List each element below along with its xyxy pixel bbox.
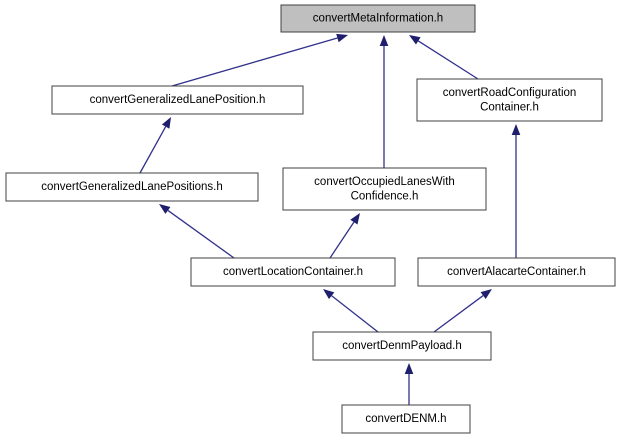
arrow-head-icon — [159, 204, 171, 214]
node-label: convertAlacarteContainer.h — [447, 266, 586, 278]
graph-node-denm[interactable]: convertDENM.h — [341, 404, 471, 434]
edge-glps-to-glp — [139, 117, 171, 174]
edges-layer — [139, 33, 521, 405]
edge-line — [433, 295, 484, 333]
node-box[interactable] — [190, 257, 396, 287]
arrow-head-icon — [379, 35, 389, 46]
node-label: convertGeneralizedLanePositions.h — [41, 181, 223, 193]
edge-glp-to-meta — [171, 33, 348, 87]
node-box[interactable] — [417, 257, 616, 287]
edge-denmpl-to-loc — [323, 289, 379, 333]
arrow-head-icon — [336, 33, 348, 43]
node-label: convertGeneralizedLanePosition.h — [90, 94, 266, 106]
graph-node-denmpl[interactable]: convertDenmPayload.h — [312, 331, 492, 361]
edge-alc-to-rcc — [511, 124, 521, 258]
arrow-head-icon — [511, 124, 521, 135]
edge-denmpl-to-alc — [433, 289, 492, 333]
arrow-head-icon — [404, 363, 414, 374]
edge-line — [167, 209, 235, 259]
arrow-head-icon — [350, 213, 360, 225]
node-label: convertRoadConfiguration — [443, 87, 577, 99]
edge-line — [417, 40, 479, 80]
edge-loc-to-glps — [159, 204, 235, 259]
edge-denm-to-denmpl — [404, 363, 414, 405]
edge-line — [331, 295, 379, 333]
node-box[interactable] — [51, 85, 304, 115]
graph-node-glps[interactable]: convertGeneralizedLanePositions.h — [5, 172, 259, 202]
arrow-head-icon — [323, 289, 335, 300]
node-box[interactable] — [416, 78, 603, 122]
node-label: convertDenmPayload.h — [342, 340, 462, 352]
edge-line — [329, 221, 355, 259]
edge-line — [139, 126, 167, 174]
arrow-head-icon — [480, 289, 492, 300]
graph-node-meta[interactable]: convertMetaInformation.h — [280, 4, 476, 33]
node-label: convertOccupiedLanesWith — [314, 176, 455, 188]
arrow-head-icon — [409, 35, 421, 45]
node-label: convertLocationContainer.h — [223, 266, 363, 278]
edge-olwc-to-meta — [379, 35, 389, 168]
node-box[interactable] — [312, 331, 492, 361]
node-box[interactable] — [5, 172, 259, 202]
graph-node-loc[interactable]: convertLocationContainer.h — [190, 257, 396, 287]
node-box[interactable] — [341, 404, 471, 434]
node-label: Container.h — [480, 101, 539, 113]
node-label: Confidence.h — [351, 190, 419, 202]
graph-node-alc[interactable]: convertAlacarteContainer.h — [417, 257, 616, 287]
node-label: convertDENM.h — [365, 413, 446, 425]
nodes-layer: convertMetaInformation.h convertGeneraliz… — [5, 4, 616, 434]
edge-loc-to-olwc — [329, 213, 360, 259]
node-label: convertMetaInformation.h — [313, 13, 443, 25]
arrow-head-icon — [161, 117, 171, 129]
graph-node-glp[interactable]: convertGeneralizedLanePosition.h — [51, 85, 304, 115]
node-box-current[interactable] — [280, 4, 476, 33]
node-box[interactable] — [282, 167, 487, 211]
edge-line — [171, 37, 338, 87]
edge-rcc-to-meta — [409, 35, 479, 80]
